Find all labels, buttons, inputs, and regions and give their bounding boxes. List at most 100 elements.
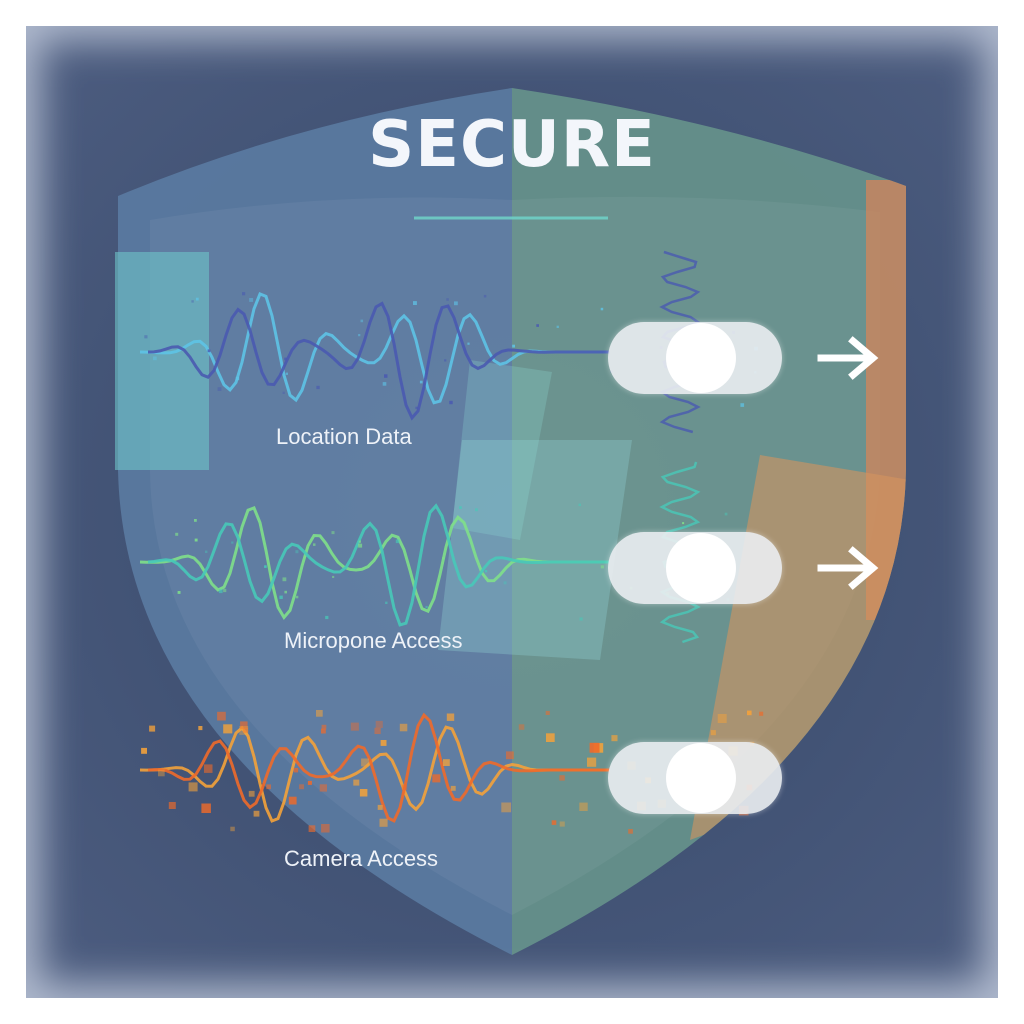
particle <box>266 784 271 790</box>
particle <box>141 747 147 754</box>
particle <box>332 575 335 578</box>
particle <box>682 522 685 525</box>
particle <box>559 775 565 781</box>
particle <box>316 710 323 717</box>
particle <box>282 577 287 582</box>
particle <box>153 356 157 361</box>
particle <box>556 325 559 328</box>
location-data-label: Location Data <box>276 424 412 449</box>
particle <box>242 292 246 296</box>
particle <box>325 615 329 620</box>
particle <box>201 803 211 813</box>
particle <box>331 531 335 535</box>
particle <box>747 710 752 716</box>
particle <box>375 720 383 728</box>
particle <box>177 591 181 594</box>
particle <box>360 319 364 323</box>
waveform-line <box>147 301 610 421</box>
particle <box>264 565 267 568</box>
particle <box>432 774 441 783</box>
toggle-knob <box>666 743 736 813</box>
particle <box>589 742 600 753</box>
particle <box>230 826 235 832</box>
particle <box>195 297 199 301</box>
particle <box>503 581 507 585</box>
particle <box>231 541 234 544</box>
particle <box>628 829 633 834</box>
particle <box>239 726 249 735</box>
particle <box>313 543 316 546</box>
particle <box>188 782 198 792</box>
particle <box>284 590 287 594</box>
particle <box>217 387 222 391</box>
particle <box>419 380 423 384</box>
particle <box>249 298 254 302</box>
particle <box>401 784 408 791</box>
particle <box>415 406 418 410</box>
particle <box>299 784 304 790</box>
microphone-toggle[interactable] <box>608 532 782 604</box>
particle <box>444 359 447 362</box>
particle <box>217 711 226 721</box>
particle <box>207 349 211 353</box>
particle <box>380 740 387 746</box>
particle <box>710 730 716 736</box>
particle <box>359 789 368 797</box>
particle <box>308 825 316 832</box>
particle <box>144 335 148 339</box>
particle <box>295 595 299 599</box>
particle <box>319 784 327 792</box>
particle <box>293 768 299 773</box>
particle <box>399 723 408 732</box>
particle <box>382 382 387 386</box>
arrow-right-icon[interactable] <box>815 333 885 383</box>
particle <box>425 605 428 609</box>
particle <box>384 374 388 378</box>
particle <box>235 376 240 381</box>
particle <box>475 508 478 512</box>
particle <box>485 570 488 573</box>
particle <box>284 357 287 361</box>
particle <box>295 550 299 554</box>
location-toggle[interactable] <box>608 322 782 394</box>
particle <box>194 538 198 542</box>
waveform-line <box>139 725 608 823</box>
particle <box>545 710 550 715</box>
camera-access-label: Camera Access <box>284 846 439 871</box>
particle <box>377 804 383 810</box>
particle <box>321 824 330 833</box>
particle <box>413 301 417 305</box>
particle <box>243 727 249 733</box>
particle <box>194 519 197 522</box>
particle <box>248 790 255 797</box>
particle <box>223 588 227 593</box>
particle <box>358 540 361 543</box>
waveform-line <box>139 505 608 620</box>
page-title: SECURE <box>368 108 656 182</box>
particle <box>288 796 297 805</box>
waveform-line <box>147 712 610 823</box>
particle <box>446 298 449 301</box>
particle <box>512 344 515 348</box>
particle <box>358 543 363 548</box>
camera-toggle[interactable] <box>608 742 782 814</box>
particle <box>759 711 764 716</box>
particle <box>321 728 326 734</box>
particle <box>724 512 728 516</box>
particle <box>358 334 361 337</box>
particle <box>467 342 470 345</box>
particle <box>551 820 557 825</box>
particle <box>459 506 462 509</box>
particle <box>501 802 512 813</box>
particle <box>191 300 194 303</box>
particle <box>198 726 203 731</box>
particle <box>579 617 583 621</box>
arrow-right-icon[interactable] <box>815 543 885 593</box>
particle <box>307 780 312 785</box>
particle <box>279 595 283 599</box>
particle <box>205 550 208 553</box>
particle <box>282 391 285 394</box>
particle <box>175 532 179 536</box>
particle <box>449 400 453 405</box>
particle <box>223 724 233 734</box>
